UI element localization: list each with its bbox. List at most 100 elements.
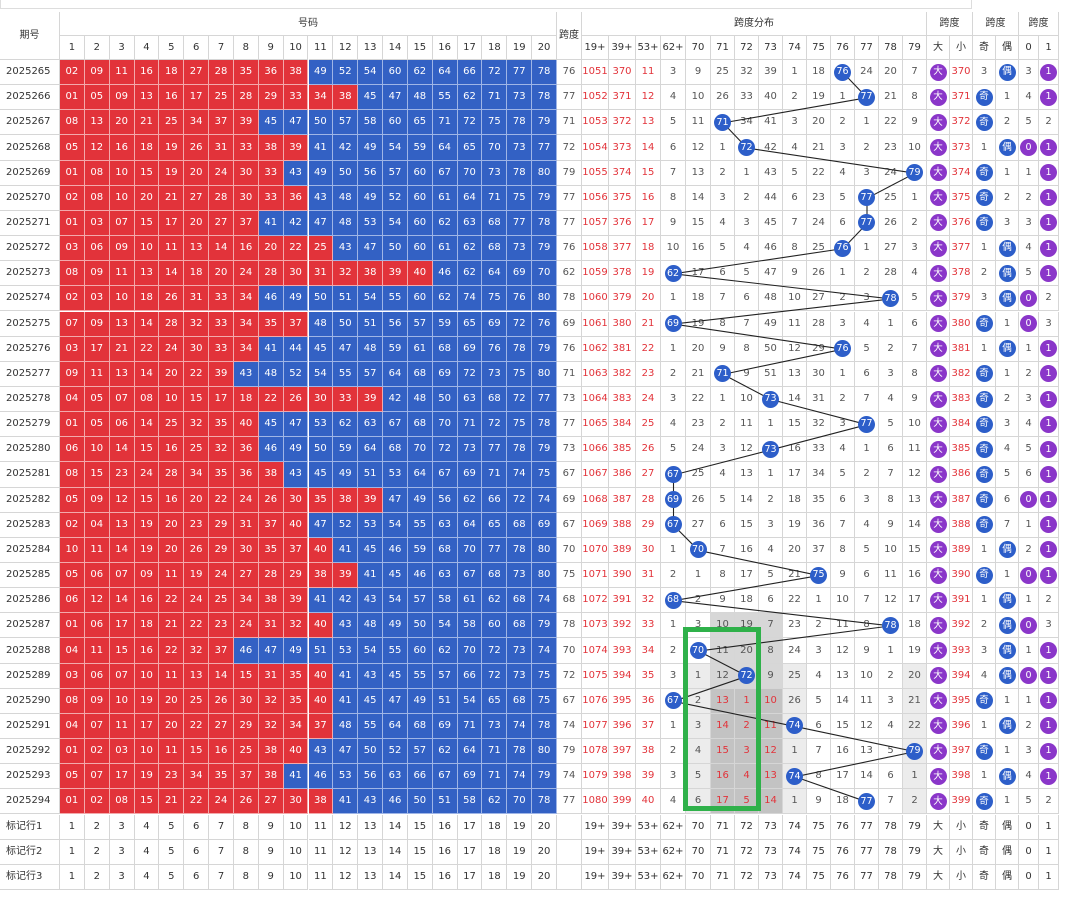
footer-mod[interactable]: 1 — [1039, 839, 1059, 865]
footer-dist[interactable]: 71 — [711, 814, 735, 840]
footer-number[interactable]: 17 — [457, 814, 483, 840]
dist-col-header[interactable]: 70 — [686, 36, 711, 60]
dist-col-header[interactable]: 62+ — [661, 36, 686, 60]
footer-number[interactable]: 7 — [209, 839, 234, 865]
footer-dist[interactable]: 70 — [686, 814, 711, 840]
dist-col-header[interactable]: 19+ — [582, 36, 609, 60]
number-col-header[interactable]: 6 — [184, 36, 210, 60]
footer-number[interactable]: 5 — [159, 839, 185, 865]
footer-number[interactable]: 16 — [432, 814, 458, 840]
footer-number[interactable]: 20 — [532, 814, 557, 840]
footer-number[interactable]: 18 — [482, 814, 508, 840]
period-header[interactable]: 期号 — [0, 12, 60, 60]
number-col-header[interactable]: 17 — [457, 36, 483, 60]
number-col-header[interactable]: 9 — [258, 36, 284, 60]
footer-number[interactable]: 12 — [333, 814, 359, 840]
footer-dist[interactable]: 73 — [759, 839, 783, 865]
footer-dist[interactable]: 62+ — [661, 839, 686, 865]
footer-number[interactable]: 20 — [532, 839, 557, 865]
footer-number[interactable]: 14 — [383, 864, 408, 890]
footer-number[interactable]: 2 — [84, 864, 110, 890]
footer-dist[interactable]: 62+ — [661, 814, 686, 840]
footer-number[interactable]: 8 — [233, 839, 259, 865]
footer-number[interactable]: 2 — [84, 814, 110, 840]
bs-col-header[interactable]: 小 — [950, 36, 973, 60]
number-col-header[interactable]: 11 — [308, 36, 334, 60]
footer-bs[interactable]: 小 — [950, 814, 973, 840]
footer-number[interactable]: 20 — [532, 864, 557, 890]
oe-col-header[interactable]: 奇 — [973, 36, 996, 60]
footer-number[interactable]: 10 — [283, 864, 309, 890]
footer-dist[interactable]: 75 — [807, 839, 831, 865]
footer-dist[interactable]: 53+ — [636, 864, 661, 890]
oe-col-header[interactable]: 偶 — [996, 36, 1019, 60]
number-col-header[interactable]: 7 — [209, 36, 234, 60]
number-col-header[interactable]: 5 — [159, 36, 185, 60]
number-col-header[interactable]: 14 — [383, 36, 408, 60]
number-col-header[interactable]: 13 — [358, 36, 384, 60]
footer-number[interactable]: 11 — [308, 839, 334, 865]
footer-oe[interactable]: 偶 — [996, 839, 1019, 865]
footer-oe[interactable]: 奇 — [973, 839, 996, 865]
footer-dist[interactable]: 19+ — [582, 839, 609, 865]
span-header[interactable]: 跨度 — [557, 12, 582, 60]
dist-col-header[interactable]: 74 — [783, 36, 807, 60]
footer-number[interactable]: 13 — [358, 814, 384, 840]
footer-dist[interactable]: 79 — [903, 839, 927, 865]
footer-number[interactable]: 16 — [432, 864, 458, 890]
footer-dist[interactable]: 75 — [807, 864, 831, 890]
footer-number[interactable]: 1 — [60, 814, 85, 840]
footer-number[interactable]: 12 — [333, 864, 359, 890]
footer-dist[interactable]: 74 — [783, 839, 807, 865]
footer-dist[interactable]: 39+ — [609, 864, 636, 890]
footer-dist[interactable]: 79 — [903, 814, 927, 840]
footer-dist[interactable]: 76 — [831, 864, 855, 890]
footer-number[interactable]: 11 — [308, 814, 334, 840]
footer-mod[interactable]: 0 — [1019, 814, 1039, 840]
footer-number[interactable]: 12 — [333, 839, 359, 865]
footer-number[interactable]: 5 — [159, 864, 185, 890]
footer-mod[interactable]: 1 — [1039, 864, 1059, 890]
footer-mod[interactable]: 0 — [1019, 839, 1039, 865]
number-col-header[interactable]: 8 — [233, 36, 259, 60]
footer-number[interactable]: 6 — [184, 814, 210, 840]
footer-number[interactable]: 4 — [134, 839, 160, 865]
footer-dist[interactable]: 71 — [711, 864, 735, 890]
footer-oe[interactable]: 偶 — [996, 814, 1019, 840]
footer-dist[interactable]: 53+ — [636, 814, 661, 840]
footer-dist[interactable]: 79 — [903, 864, 927, 890]
dist-col-header[interactable]: 77 — [855, 36, 879, 60]
dist-col-header[interactable]: 53+ — [636, 36, 661, 60]
footer-number[interactable]: 13 — [358, 839, 384, 865]
footer-number[interactable]: 3 — [109, 864, 135, 890]
footer-dist[interactable]: 78 — [879, 839, 903, 865]
footer-number[interactable]: 2 — [84, 839, 110, 865]
footer-bs[interactable]: 小 — [950, 864, 973, 890]
dist-col-header[interactable]: 39+ — [609, 36, 636, 60]
footer-dist[interactable]: 76 — [831, 814, 855, 840]
footer-number[interactable]: 8 — [233, 814, 259, 840]
footer-number[interactable]: 18 — [482, 839, 508, 865]
footer-number[interactable]: 18 — [482, 864, 508, 890]
footer-number[interactable]: 9 — [258, 864, 284, 890]
footer-dist[interactable]: 53+ — [636, 839, 661, 865]
footer-number[interactable]: 1 — [60, 839, 85, 865]
footer-dist[interactable]: 72 — [735, 864, 759, 890]
footer-dist[interactable]: 70 — [686, 864, 711, 890]
footer-dist[interactable]: 77 — [855, 839, 879, 865]
footer-dist[interactable]: 74 — [783, 864, 807, 890]
number-col-header[interactable]: 18 — [482, 36, 508, 60]
footer-bs[interactable]: 大 — [927, 814, 950, 840]
footer-number[interactable]: 17 — [457, 839, 483, 865]
footer-oe[interactable]: 奇 — [973, 814, 996, 840]
footer-dist[interactable]: 70 — [686, 839, 711, 865]
search-input[interactable] — [0, 0, 972, 9]
footer-number[interactable]: 15 — [407, 814, 433, 840]
footer-number[interactable]: 4 — [134, 814, 160, 840]
footer-number[interactable]: 6 — [184, 864, 210, 890]
number-col-header[interactable]: 2 — [84, 36, 110, 60]
footer-oe[interactable]: 偶 — [996, 864, 1019, 890]
footer-number[interactable]: 8 — [233, 864, 259, 890]
footer-dist[interactable]: 19+ — [582, 864, 609, 890]
dist-col-header[interactable]: 78 — [879, 36, 903, 60]
